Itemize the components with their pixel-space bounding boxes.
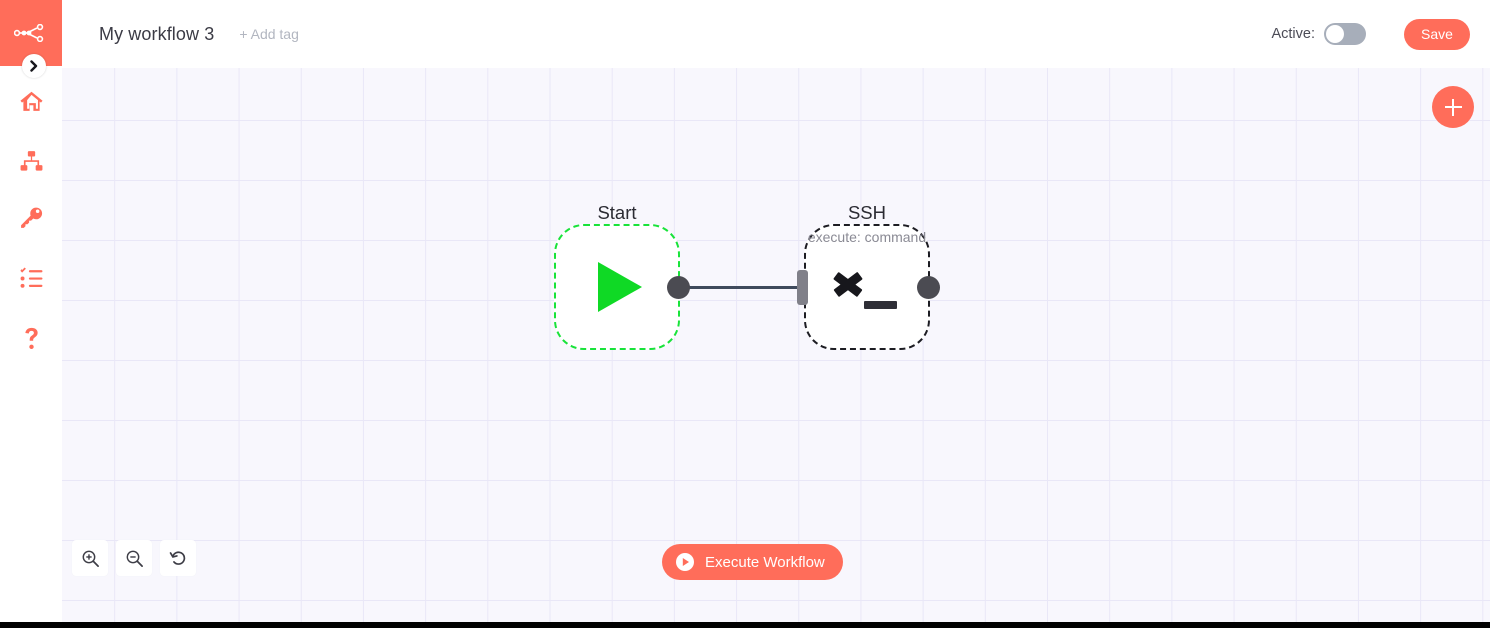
workflow-title[interactable]: My workflow 3 [99,23,215,44]
sidebar-collapse-button[interactable] [22,54,46,78]
zoom-out-button[interactable] [116,540,152,576]
zoom-out-icon [126,550,143,567]
add-node-button[interactable] [1432,86,1474,128]
node-ssh-sublabel: execute: command [807,229,927,245]
reset-zoom-button[interactable] [160,540,196,576]
n8n-logo-icon [14,24,44,42]
chevron-right-icon [30,60,38,72]
key-icon [20,207,42,228]
reset-zoom-icon [169,550,185,565]
zoom-in-button[interactable] [72,540,108,576]
active-toggle[interactable] [1324,23,1366,45]
play-circle-icon [676,553,694,571]
workflow-canvas[interactable]: Start SSH execute: command [62,68,1490,622]
terminal-prompt-icon [832,259,902,315]
play-triangle-icon [598,262,642,312]
header-actions: Active: Save [1271,18,1490,50]
node-start[interactable] [554,224,680,350]
node-start-output-endpoint[interactable] [667,276,690,299]
executions-icon [19,266,42,288]
bottom-bar [0,622,1490,628]
sidebar [0,0,62,622]
sidebar-item-credentials[interactable] [0,197,62,237]
execute-workflow-label: Execute Workflow [705,553,825,571]
node-start-label: Start [597,202,637,223]
header-bar: My workflow 3 + Add tag Active: Save [62,0,1490,68]
workflows-icon [20,150,42,171]
node-ssh-output-endpoint[interactable] [917,276,940,299]
execute-workflow-button[interactable]: Execute Workflow [662,544,843,580]
save-button[interactable]: Save [1404,18,1470,50]
node-ssh-input-endpoint[interactable] [797,270,808,305]
node-ssh-label: SSH [847,202,887,223]
connection-start-to-ssh[interactable] [685,286,804,289]
zoom-in-icon [82,550,99,567]
sidebar-item-home[interactable] [0,81,62,121]
sidebar-item-executions[interactable] [0,258,62,298]
add-tag-button[interactable]: + Add tag [239,26,299,42]
active-label: Active: [1271,26,1315,42]
zoom-controls [72,540,196,576]
help-icon [24,327,38,349]
sidebar-item-workflows[interactable] [0,141,62,181]
sidebar-item-help[interactable] [0,318,62,358]
home-icon [19,91,43,111]
